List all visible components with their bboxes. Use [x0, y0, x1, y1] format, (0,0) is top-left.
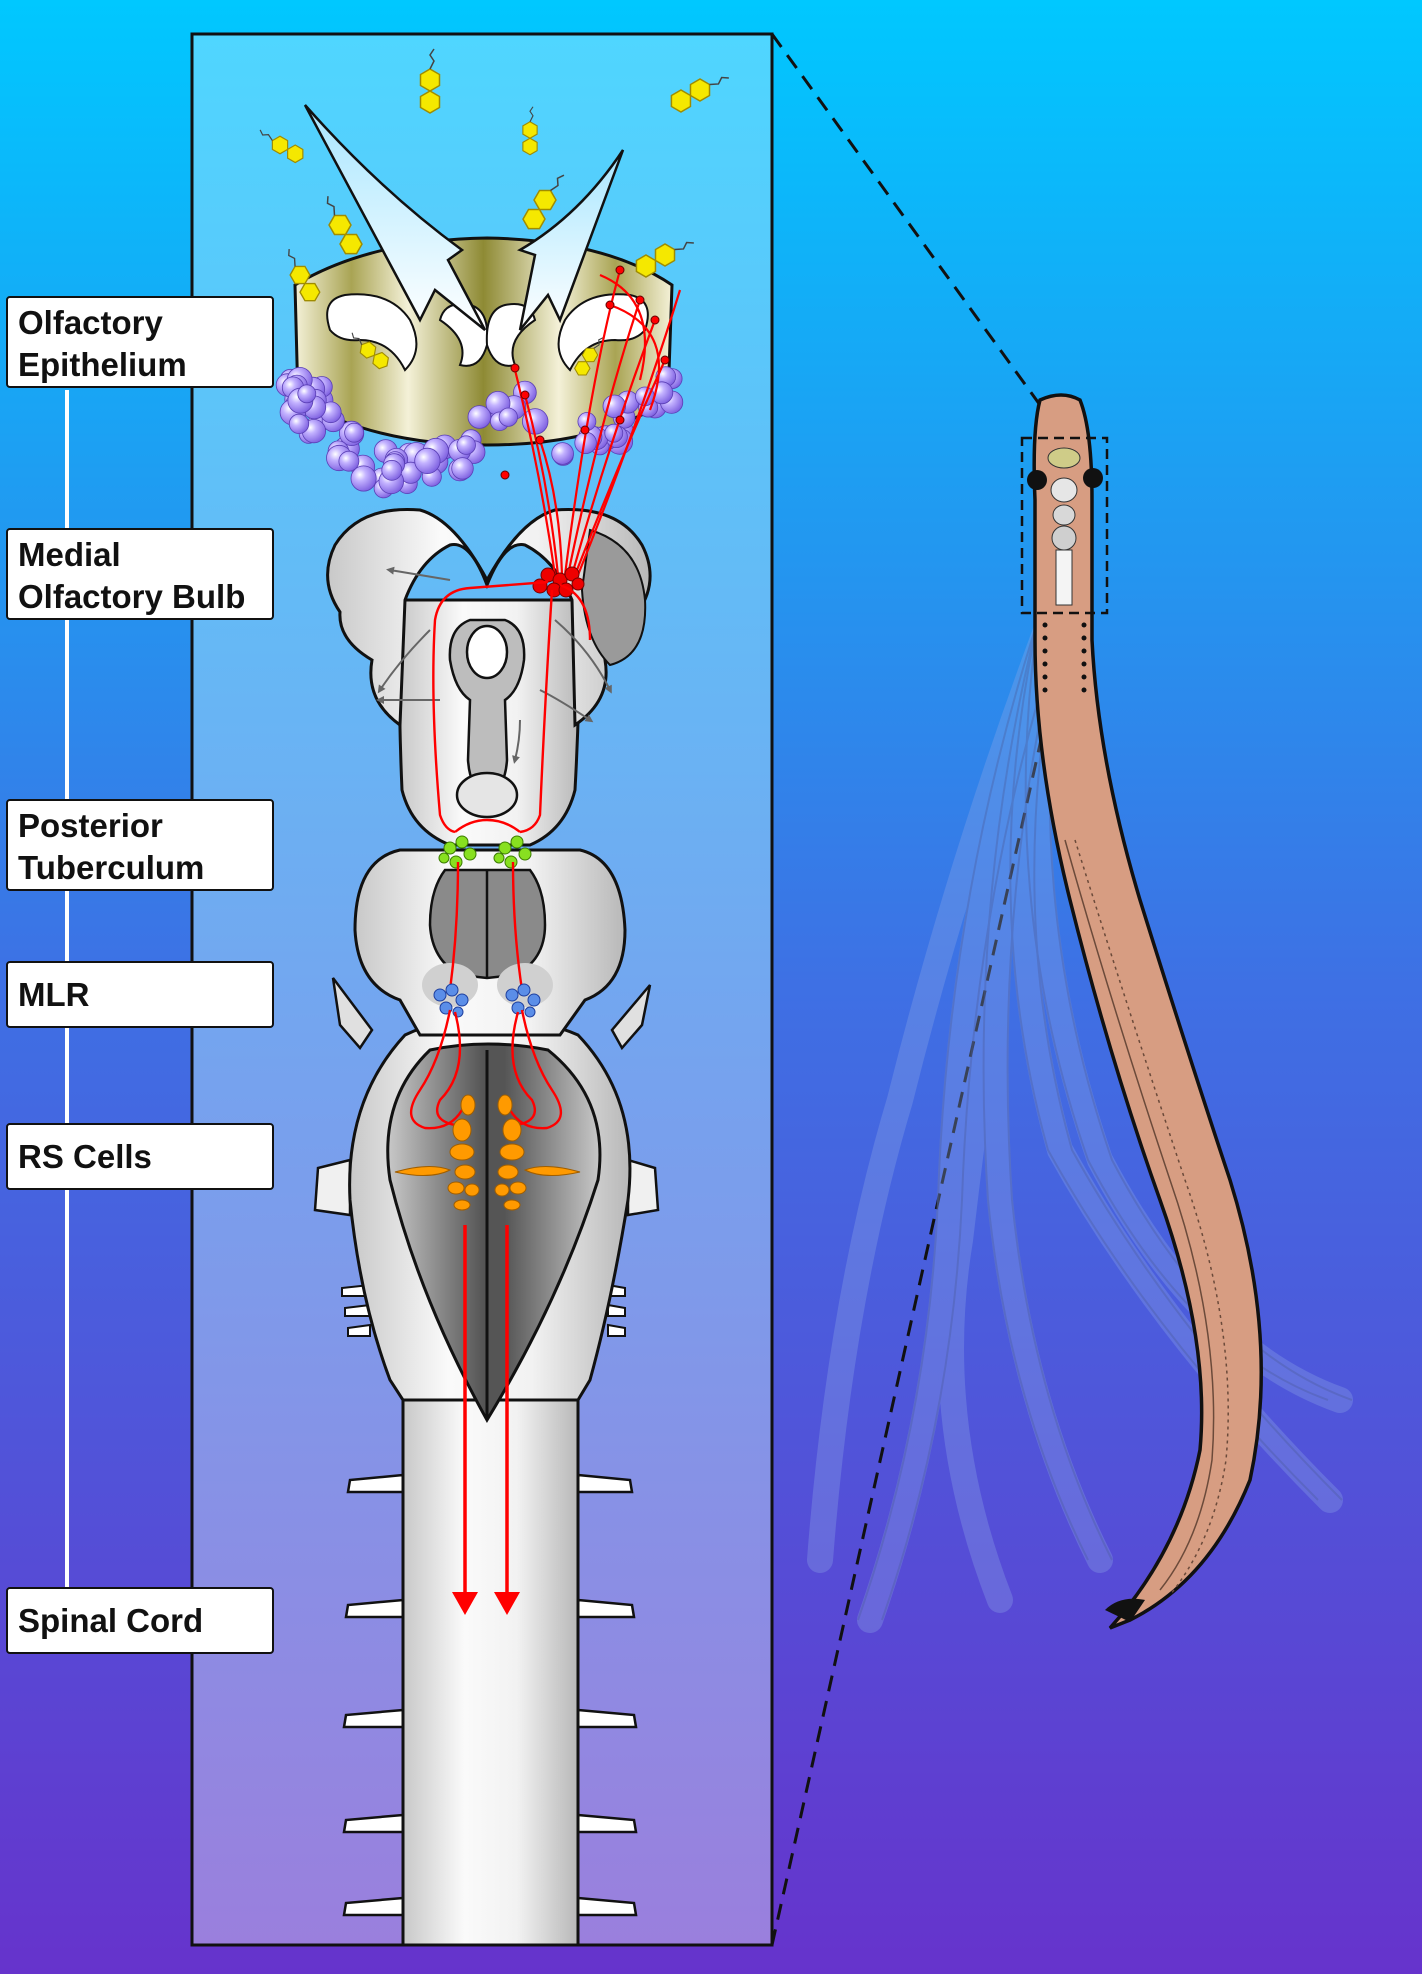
label-olfactory-epithelium: Olfactory Epithelium	[6, 296, 274, 388]
reticulospinal-axons	[463, 1225, 509, 1600]
lamprey-eye	[1027, 470, 1047, 490]
olfactory-neurons	[275, 366, 684, 499]
label-rs-cells: RS Cells	[6, 1123, 274, 1190]
lamprey-tail-tip	[1105, 1598, 1145, 1622]
label-spinal-cord: Spinal Cord	[6, 1587, 274, 1654]
olfactory-neuron-cell	[456, 435, 476, 455]
olfactory-neuron-cell	[288, 413, 310, 434]
posterior-tuberculum-cells	[438, 835, 532, 869]
label-mlr: MLR	[6, 961, 274, 1028]
label-medial-olfactory-bulb: Medial Olfactory Bulb	[6, 528, 274, 620]
olfactory-neuron-cell	[350, 465, 377, 492]
internal-arrows	[376, 566, 612, 764]
rs-cells-illustration	[394, 1094, 581, 1211]
lamprey-brain-miniature	[1047, 447, 1081, 606]
olfactory-neuron-cell	[381, 459, 403, 481]
pt-to-mlr-projections	[448, 861, 524, 991]
label-posterior-tuberculum: Posterior Tuberculum	[6, 799, 274, 891]
mob-to-pt-projections	[432, 580, 592, 834]
lamprey-fin-line	[1064, 839, 1215, 1591]
olfactory-neuron-cell	[498, 407, 518, 427]
lamprey-icon	[1032, 393, 1263, 1630]
medial-olfactory-bulb-cells	[532, 566, 585, 598]
mlr-to-rs-projections	[410, 1009, 562, 1130]
olfactory-neuron-cell	[551, 442, 574, 465]
projection-terminals	[500, 265, 670, 480]
axon-arrowheads	[452, 1592, 520, 1615]
olfactory-neuron-cell	[604, 423, 624, 443]
inflow-arrow-icon	[303, 104, 487, 331]
olfactory-neuron-cell	[467, 405, 492, 429]
lamprey-gill-pores	[1042, 622, 1087, 693]
spinal-cord-illustration	[342, 1338, 638, 1947]
zoom-region-box	[1020, 436, 1109, 615]
zoom-line-bottom	[770, 609, 1072, 1946]
lamprey-eye	[1083, 468, 1103, 488]
olfactory-epithelium-illustration	[293, 236, 674, 447]
diencephalon-illustration	[397, 598, 582, 847]
olfactory-neuron-cell	[338, 450, 360, 472]
olfactory-neuron-cell	[414, 447, 441, 474]
olfactory-neuron-cell	[297, 384, 317, 404]
inflow-arrow-icon	[516, 149, 625, 331]
olfactory-neuron-cell	[344, 422, 365, 443]
lamprey-fin-hatch	[1074, 839, 1229, 1596]
olfactory-neuron-cell	[451, 457, 474, 480]
